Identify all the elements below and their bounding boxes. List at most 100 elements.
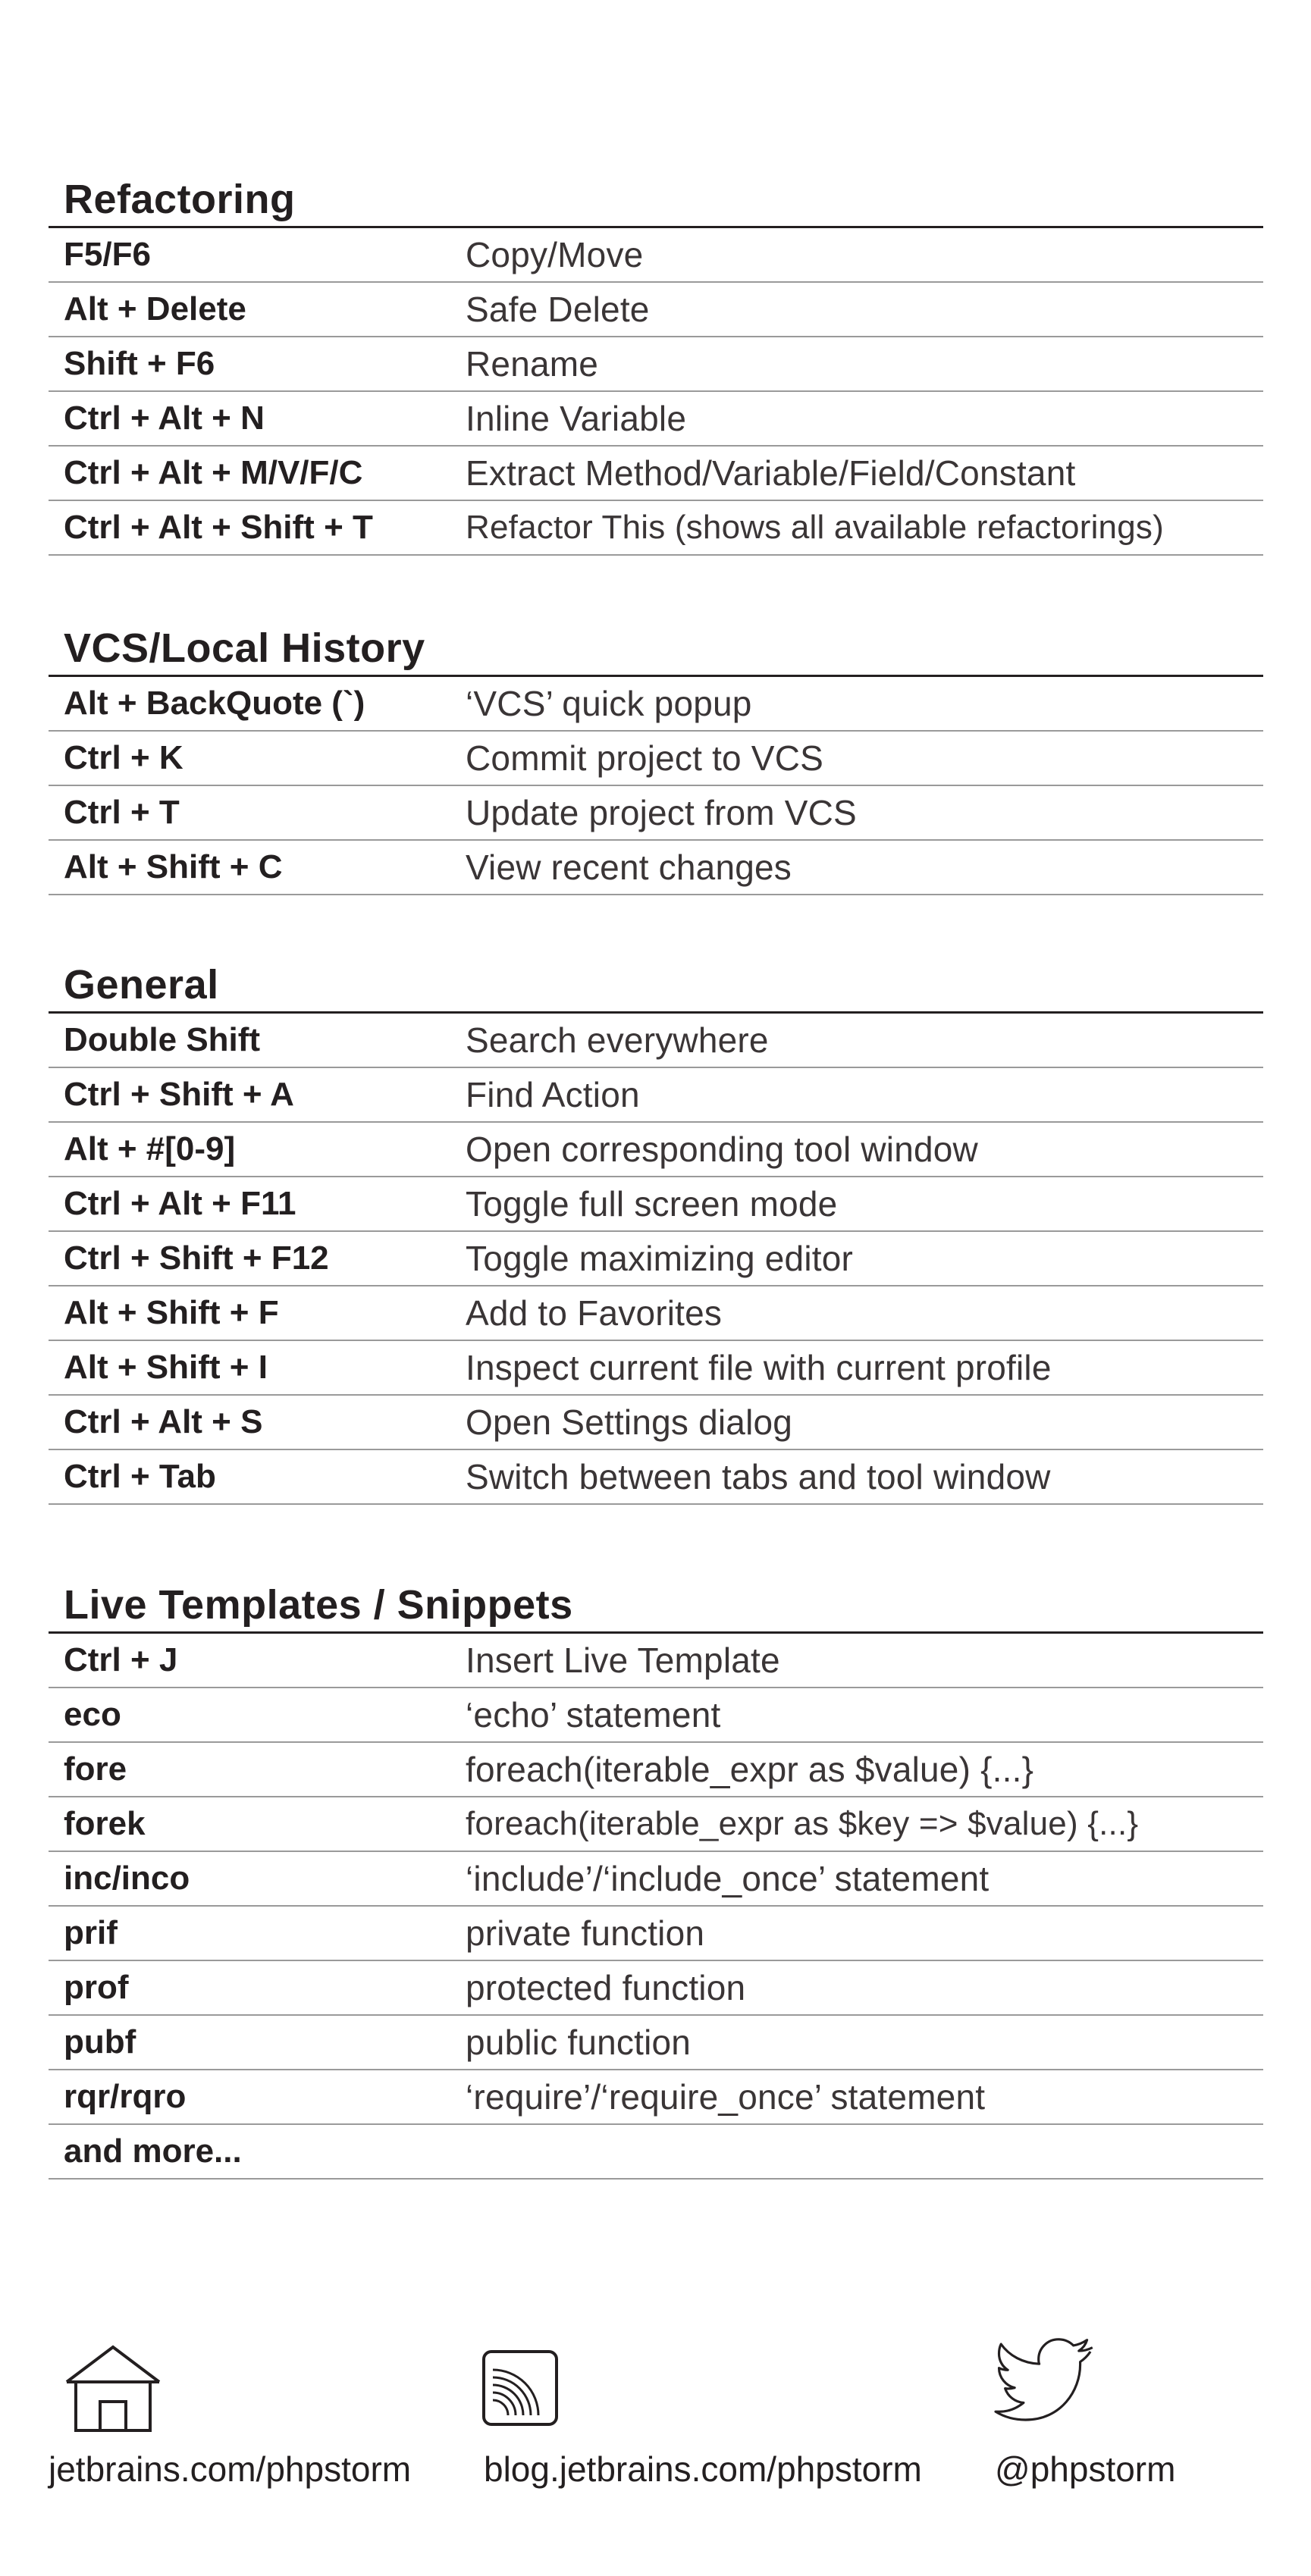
blog-link-label: blog.jetbrains.com/phpstorm	[484, 2449, 922, 2489]
shortcut-keys: Ctrl + Alt + Shift + T	[64, 509, 373, 546]
shortcut-row: Ctrl + T Update project from VCS	[49, 786, 1263, 841]
shortcut-row: F5/F6 Copy/Move	[49, 228, 1263, 283]
shortcut-keys: prif	[64, 1914, 118, 1951]
shortcut-keys: forek	[64, 1805, 146, 1842]
shortcut-row: prif private function	[49, 1907, 1263, 1961]
shortcut-keys: pubf	[64, 2023, 136, 2060]
shortcut-description: ‘echo’ statement	[466, 1695, 721, 1735]
shortcut-keys: Shift + F6	[64, 345, 215, 382]
shortcut-keys: prof	[64, 1969, 129, 2006]
shortcut-description: Inline Variable	[466, 399, 687, 438]
shortcut-description: Refactor This (shows all available refac…	[466, 509, 1164, 546]
shortcut-row: Ctrl + Alt + F11 Toggle full screen mode	[49, 1177, 1263, 1232]
shortcut-row: and more...	[49, 2125, 1263, 2180]
shortcut-description: Insert Live Template	[466, 1641, 780, 1680]
shortcut-row: inc/inco ‘include’/‘include_once’ stateme…	[49, 1852, 1263, 1907]
shortcut-keys: Double Shift	[64, 1021, 261, 1058]
blog-link[interactable]: blog.jetbrains.com/phpstorm	[481, 2335, 966, 2524]
shortcut-keys: Alt + Shift + I	[64, 1349, 268, 1386]
shortcut-row: Ctrl + K Commit project to VCS	[49, 732, 1263, 786]
shortcut-description: Rename	[466, 344, 599, 384]
shortcut-row: Ctrl + Shift + F12 Toggle maximizing edit…	[49, 1232, 1263, 1286]
shortcut-keys: Ctrl + Alt + M/V/F/C	[64, 454, 363, 491]
shortcut-description: Switch between tabs and tool window	[466, 1457, 1051, 1496]
shortcut-description: Extract Method/Variable/Field/Constant	[466, 453, 1076, 493]
shortcut-keys: Ctrl + K	[64, 739, 183, 776]
shortcut-keys: F5/F6	[64, 236, 151, 273]
section-general: General Double Shift Search everywhere Ct…	[49, 958, 1263, 1505]
shortcut-description: Search everywhere	[466, 1020, 769, 1060]
twitter-link-label: @phpstorm	[995, 2449, 1176, 2489]
shortcut-row: Alt + Shift + C View recent changes	[49, 841, 1263, 895]
shortcut-keys: Ctrl + Tab	[64, 1458, 216, 1495]
shortcut-keys: Ctrl + J	[64, 1641, 178, 1678]
shortcut-description: ‘include’/‘include_once’ statement	[466, 1859, 990, 1898]
twitter-link[interactable]: @phpstorm	[993, 2335, 1266, 2524]
shortcut-keys: Alt + Shift + C	[64, 848, 283, 885]
home-link-label: jetbrains.com/phpstorm	[49, 2449, 412, 2489]
shortcut-row: rqr/rqro ‘require’/‘require_once’ stateme…	[49, 2070, 1263, 2125]
twitter-bird-icon	[994, 2338, 1093, 2421]
shortcut-description: foreach(iterable_expr as $value) {...}	[466, 1750, 1034, 1789]
shortcut-description: Toggle full screen mode	[466, 1184, 838, 1224]
section-title: Refactoring	[49, 173, 1263, 228]
shortcut-keys: Alt + BackQuote (`)	[64, 685, 365, 722]
shortcut-keys: rqr/rqro	[64, 2078, 187, 2115]
shortcut-description: private function	[466, 1913, 705, 1953]
shortcut-description: View recent changes	[466, 848, 792, 887]
shortcut-row: Ctrl + Alt + S Open Settings dialog	[49, 1396, 1263, 1450]
shortcut-keys: and more...	[64, 2133, 242, 2170]
shortcut-description: Safe Delete	[466, 290, 650, 329]
shortcut-row: Ctrl + Tab Switch between tabs and tool w…	[49, 1450, 1263, 1505]
shortcut-description: foreach(iterable_expr as $key => $value)…	[466, 1805, 1139, 1842]
shortcut-row: prof protected function	[49, 1961, 1263, 2016]
shortcut-description: ‘require’/‘require_once’ statement	[466, 2077, 986, 2117]
shortcut-description: protected function	[466, 1968, 746, 2007]
shortcut-row: forek foreach(iterable_expr as $key => $v…	[49, 1797, 1263, 1852]
section-vcs-local-history: VCS/Local History Alt + BackQuote (`) ‘VC…	[49, 622, 1263, 895]
shortcut-keys: fore	[64, 1750, 127, 1788]
shortcut-row: Alt + Delete Safe Delete	[49, 283, 1263, 337]
shortcut-row: Ctrl + Shift + A Find Action	[49, 1068, 1263, 1123]
shortcut-row: fore foreach(iterable_expr as $value) {..…	[49, 1743, 1263, 1797]
shortcut-keys: Alt + Shift + F	[64, 1294, 279, 1331]
shortcut-row: Double Shift Search everywhere	[49, 1014, 1263, 1068]
shortcut-description: Commit project to VCS	[466, 738, 823, 778]
shortcut-row: Ctrl + Alt + N Inline Variable	[49, 392, 1263, 447]
shortcut-description: Toggle maximizing editor	[466, 1239, 854, 1278]
shortcut-description: Find Action	[466, 1075, 640, 1114]
shortcut-keys: inc/inco	[64, 1860, 190, 1897]
shortcut-row: Ctrl + Alt + Shift + T Refactor This (sho…	[49, 501, 1263, 556]
home-link[interactable]: jetbrains.com/phpstorm	[49, 2335, 443, 2524]
shortcut-keys: Alt + #[0-9]	[64, 1130, 236, 1167]
rss-icon	[482, 2350, 558, 2426]
shortcut-description: Open corresponding tool window	[466, 1130, 978, 1169]
shortcut-keys: Ctrl + Alt + F11	[64, 1185, 296, 1222]
shortcut-keys: Ctrl + Alt + S	[64, 1403, 263, 1440]
section-title: VCS/Local History	[49, 622, 1263, 677]
shortcut-row: Alt + Shift + F Add to Favorites	[49, 1286, 1263, 1341]
footer: jetbrains.com/phpstorm blog.jetbrains.co…	[0, 2335, 1311, 2524]
shortcut-description: Copy/Move	[466, 235, 644, 274]
shortcut-description: Open Settings dialog	[466, 1402, 793, 1442]
shortcut-keys: Alt + Delete	[64, 290, 246, 327]
shortcut-keys: Ctrl + Alt + N	[64, 400, 265, 437]
shortcut-row: Shift + F6 Rename	[49, 337, 1263, 392]
shortcut-description: ‘VCS’ quick popup	[466, 684, 752, 723]
home-icon	[65, 2345, 161, 2432]
shortcut-keys: eco	[64, 1696, 121, 1733]
shortcut-row: Alt + BackQuote (`) ‘VCS’ quick popup	[49, 677, 1263, 732]
section-title: General	[49, 958, 1263, 1014]
shortcut-description: Update project from VCS	[466, 793, 857, 832]
shortcut-keys: Ctrl + Shift + F12	[64, 1239, 329, 1277]
shortcut-row: Ctrl + J Insert Live Template	[49, 1634, 1263, 1688]
shortcut-row: Alt + #[0-9] Open corresponding tool wind…	[49, 1123, 1263, 1177]
shortcut-row: Ctrl + Alt + M/V/F/C Extract Method/Varia…	[49, 447, 1263, 501]
shortcut-description: Add to Favorites	[466, 1293, 723, 1333]
shortcut-keys: Ctrl + Shift + A	[64, 1076, 294, 1113]
shortcut-keys: Ctrl + T	[64, 794, 180, 831]
